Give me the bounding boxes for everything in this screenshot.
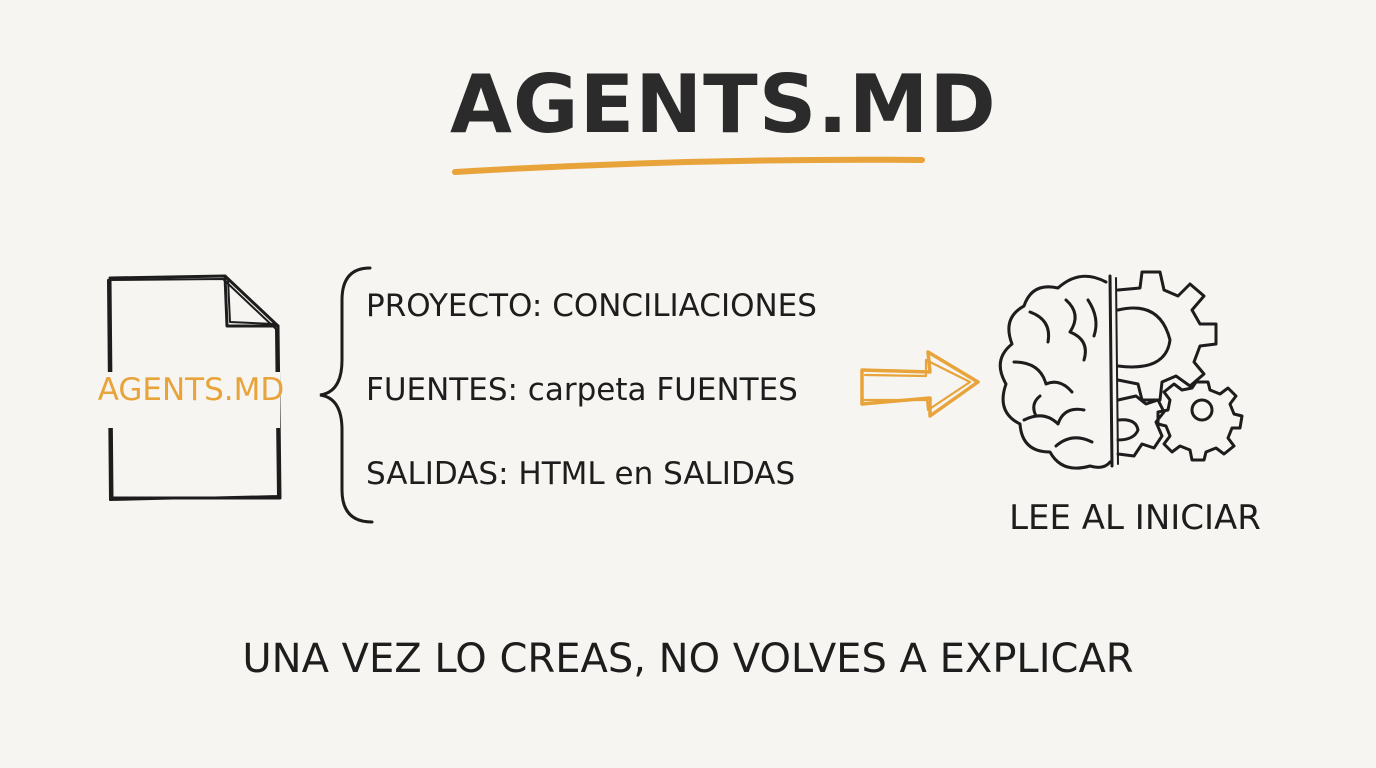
- config-line-fuentes: FUENTES: carpeta FUENTES: [366, 372, 798, 408]
- page-title: AGENTS.MD: [450, 58, 997, 151]
- brain-label: LEE AL INICIAR: [1009, 498, 1261, 538]
- footer-caption: UNA VEZ LO CREAS, NO VOLVES A EXPLICAR: [242, 636, 1134, 682]
- config-line-proyecto: PROYECTO: CONCILIACIONES: [366, 288, 817, 324]
- brain-gears-icon: [998, 270, 1244, 470]
- brace-icon: [319, 266, 374, 524]
- arrow-right-icon: [860, 350, 980, 418]
- document-label: AGENTS.MD: [97, 372, 285, 408]
- config-line-salidas: SALIDAS: HTML en SALIDAS: [366, 456, 796, 492]
- title-underline: [452, 156, 925, 175]
